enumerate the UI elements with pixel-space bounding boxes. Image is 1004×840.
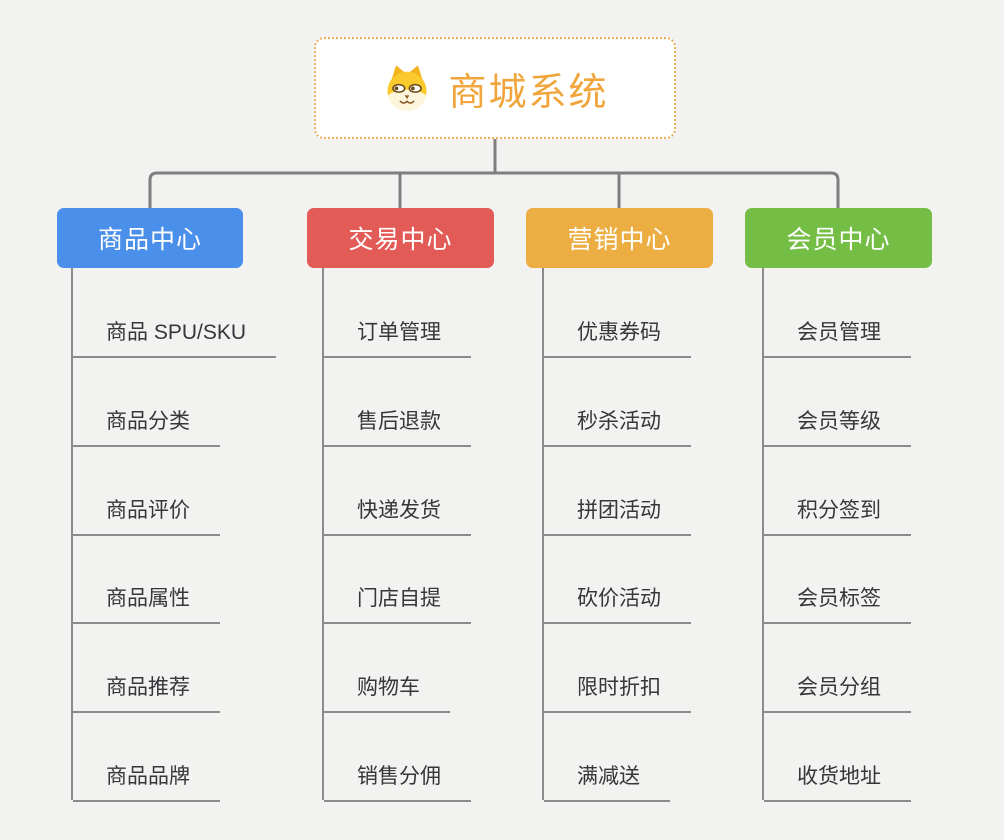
leaf-node[interactable]: 满减送 <box>544 744 670 802</box>
leaf-label: 会员管理 <box>797 321 881 344</box>
root-node[interactable]: 商城系统 <box>314 37 676 139</box>
leaf-label: 秒杀活动 <box>577 409 661 433</box>
dog-logo-icon <box>387 65 428 111</box>
leaf-label: 门店自提 <box>357 587 441 611</box>
leaf-label: 会员等级 <box>797 409 881 433</box>
leaf-node[interactable]: 拼团活动 <box>544 478 691 536</box>
leaf-node[interactable]: 商品属性 <box>73 566 220 625</box>
leaf-label: 商品推荐 <box>106 676 190 700</box>
leaf-label: 会员分组 <box>797 676 881 700</box>
leaf-label: 商品 SPU/SKU <box>106 321 247 344</box>
leaf-node[interactable]: 收货地址 <box>764 744 911 802</box>
leaf-label: 商品品牌 <box>106 765 190 788</box>
leaf-label: 限时折扣 <box>577 676 661 700</box>
leaf-label: 会员标签 <box>797 587 881 611</box>
leaf-label: 优惠券码 <box>577 321 661 344</box>
leaf-node[interactable]: 购物车 <box>324 655 450 714</box>
leaf-node[interactable]: 订单管理 <box>324 300 471 358</box>
leaf-label: 收货地址 <box>797 765 881 788</box>
branch-children-member: 会员管理 会员等级 积分签到 会员标签 会员分组 收货地址 <box>762 268 911 802</box>
branch-label: 会员中心 <box>786 226 891 254</box>
leaf-node[interactable]: 会员标签 <box>764 566 911 625</box>
leaf-node[interactable]: 快递发货 <box>324 478 471 536</box>
leaf-label: 积分签到 <box>797 498 881 522</box>
leaf-node[interactable]: 砍价活动 <box>544 566 691 625</box>
branch-children-product: 商品 SPU/SKU 商品分类 商品评价 商品属性 商品推荐 商品品牌 <box>71 268 277 802</box>
leaf-node[interactable]: 积分签到 <box>764 478 911 536</box>
leaf-label: 满减送 <box>577 765 640 788</box>
leaf-label: 商品分类 <box>106 409 190 433</box>
leaf-node[interactable]: 限时折扣 <box>544 655 691 714</box>
root-title: 商城系统 <box>448 71 609 114</box>
branch-rail-line <box>148 171 840 208</box>
leaf-node[interactable]: 会员等级 <box>764 389 911 447</box>
branch-children-trade: 订单管理 售后退款 快递发货 门店自提 购物车 销售分佣 <box>322 268 471 802</box>
leaf-node[interactable]: 会员管理 <box>764 300 911 358</box>
leaf-node[interactable]: 销售分佣 <box>324 744 471 802</box>
leaf-label: 销售分佣 <box>357 765 441 788</box>
branch-node-trade-center[interactable]: 交易中心 <box>307 208 494 268</box>
leaf-node[interactable]: 秒杀活动 <box>544 389 691 447</box>
branch-node-member-center[interactable]: 会员中心 <box>745 208 932 268</box>
leaf-node[interactable]: 商品推荐 <box>73 655 220 714</box>
leaf-node[interactable]: 商品分类 <box>73 389 220 447</box>
branch-label: 营销中心 <box>567 226 672 254</box>
branch-label: 商品中心 <box>97 226 202 254</box>
leaf-label: 商品评价 <box>106 498 190 522</box>
branch-label: 交易中心 <box>348 226 453 254</box>
leaf-label: 售后退款 <box>357 409 441 433</box>
leaf-label: 购物车 <box>357 676 420 700</box>
leaf-label: 商品属性 <box>106 587 190 611</box>
leaf-label: 砍价活动 <box>577 587 661 611</box>
leaf-node[interactable]: 商品品牌 <box>73 744 220 802</box>
branch-children-marketing: 优惠券码 秒杀活动 拼团活动 砍价活动 限时折扣 满减送 <box>542 268 691 802</box>
leaf-label: 快递发货 <box>357 498 441 522</box>
leaf-label: 拼团活动 <box>577 498 661 522</box>
branch-node-product-center[interactable]: 商品中心 <box>57 208 243 268</box>
leaf-node[interactable]: 商品 SPU/SKU <box>73 300 277 358</box>
leaf-node[interactable]: 售后退款 <box>324 389 471 447</box>
leaf-node[interactable]: 会员分组 <box>764 655 911 714</box>
leaf-node[interactable]: 商品评价 <box>73 478 220 536</box>
leaf-node[interactable]: 优惠券码 <box>544 300 691 358</box>
leaf-label: 订单管理 <box>357 321 441 344</box>
branch-node-marketing-center[interactable]: 营销中心 <box>526 208 713 268</box>
leaf-node[interactable]: 门店自提 <box>324 566 471 625</box>
